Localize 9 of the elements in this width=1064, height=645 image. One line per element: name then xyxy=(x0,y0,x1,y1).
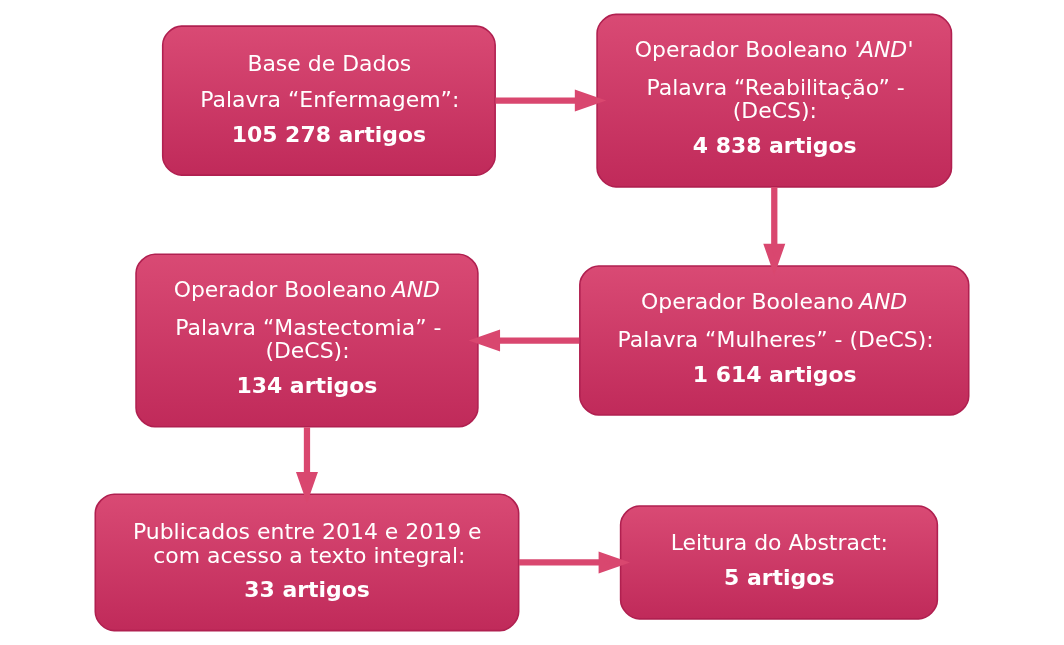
node-box: Leitura do Abstract: 5 artigos xyxy=(619,505,939,620)
arrow xyxy=(519,551,631,574)
node-box: Operador Booleano 'AND' Palavra “Reabilitação” - (DeCS): 4 838 artigos xyxy=(596,13,953,188)
node-box: Publicados entre 2014 e 2019 e com acesso a texto integral: 33 artigos xyxy=(94,493,520,632)
arrow xyxy=(495,89,607,112)
arrow xyxy=(468,329,580,352)
node-box: Operador Booleano AND Palavra “Mastectomia” - (DeCS): 134 artigos xyxy=(135,253,479,428)
node-box: Operador Booleano AND Palavra “Mulheres” - (DeCS): 1 614 artigos xyxy=(579,265,970,416)
node-box: Base de Dados Palavra “Enfermagem”: 105 278 artigos xyxy=(161,25,496,176)
